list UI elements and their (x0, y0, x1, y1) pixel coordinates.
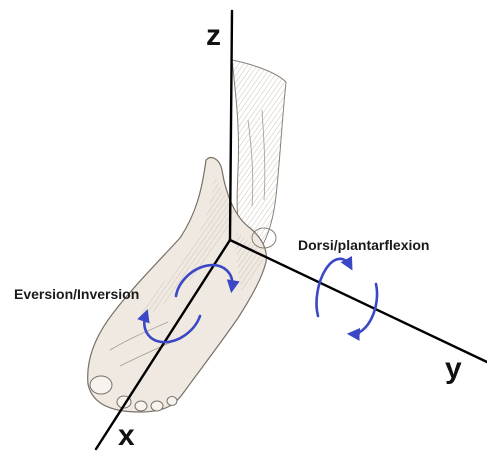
dorsiflexion-arrow-left (315, 256, 353, 318)
shin-outline (231, 59, 287, 247)
y-axis-label: y (445, 352, 462, 385)
z-axis-label: z (206, 19, 221, 52)
x-axis-line (94, 238, 232, 451)
coordinate-axes (94, 9, 487, 451)
foot-sketch (87, 59, 287, 413)
eversion-inversion-arrows (137, 263, 240, 344)
eversion-inversion-label: Eversion/Inversion (14, 286, 140, 302)
dorsi-plantarflexion-arrows (315, 256, 379, 341)
x-axis-label: x (118, 419, 135, 451)
z-axis-line (228, 9, 234, 242)
ankle-bone (251, 227, 277, 249)
y-axis-line (228, 238, 487, 364)
eversion-arrow-upper (174, 263, 240, 298)
eversion-arrow-lower (137, 309, 202, 344)
foot-shading (132, 176, 236, 322)
plantarflexion-arrow-right (346, 282, 379, 341)
dorsi-plantarflexion-label: Dorsi/plantarflexion (298, 237, 430, 253)
